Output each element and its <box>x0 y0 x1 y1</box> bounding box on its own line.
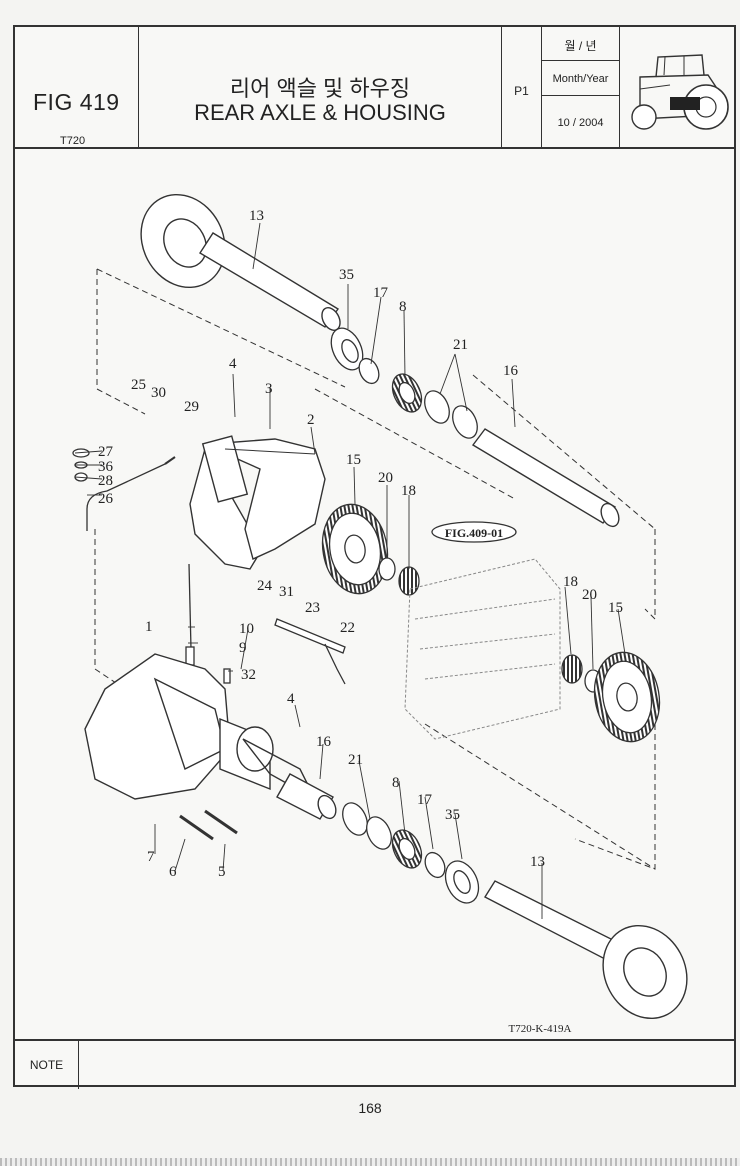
part-label-1: 1 <box>145 619 153 635</box>
spacer-tube-upper <box>471 428 620 528</box>
part-label-25: 25 <box>131 377 146 393</box>
page-number: 168 <box>358 1100 382 1116</box>
part-label-10: 10 <box>239 621 254 637</box>
part-label-5: 5 <box>218 864 226 880</box>
figure-reference-label: FIG.409-01 <box>445 526 503 540</box>
note-label: NOTE <box>15 1041 79 1089</box>
lower-housing <box>84 653 317 841</box>
fig-cell: FIG 419 T720 <box>15 27 139 147</box>
part-label-16-lower: 16 <box>316 734 332 750</box>
month-year-cell: 월 / 년 Month/Year 10 / 2004 <box>542 27 620 147</box>
exploded-parts-diagram: 13 35 17 8 21 16 25 30 29 4 3 2 27 36 28… <box>72 193 688 1035</box>
part-label-15-upper: 15 <box>346 452 361 468</box>
part-label-27: 27 <box>98 444 114 460</box>
header: FIG 419 T720 리어 액슬 및 하우징 REAR AXLE & HOU… <box>15 27 734 149</box>
part-label-36: 36 <box>98 459 114 475</box>
month-year-label: Month/Year <box>552 73 609 85</box>
part-label-26: 26 <box>98 491 114 507</box>
lower-bearing-stack <box>342 802 480 904</box>
part-label-set: 13 35 17 8 21 16 25 30 29 4 3 2 27 36 28… <box>98 208 623 880</box>
shift-rod <box>185 563 346 685</box>
part-label-18-upper: 18 <box>401 483 416 499</box>
page-code-cell: P1 <box>502 27 542 147</box>
part-label-20-upper: 20 <box>378 470 393 486</box>
part-label-17-lower: 17 <box>417 792 433 808</box>
figure-number: FIG 419 <box>33 89 120 115</box>
model-code: T720 <box>60 135 86 147</box>
part-label-21: 21 <box>453 337 468 353</box>
axle-shaft-lower <box>484 880 688 1020</box>
gear-lower <box>561 651 661 743</box>
part-label-4-lower: 4 <box>287 691 295 707</box>
gear-upper <box>321 503 420 596</box>
title-english: REAR AXLE & HOUSING <box>194 100 446 125</box>
part-label-32: 32 <box>241 667 256 683</box>
figure-reference-callout: FIG.409-01 <box>431 521 517 543</box>
upper-bearing-stack <box>330 327 478 439</box>
drawing-number: T720-K-419A <box>509 1023 572 1035</box>
part-label-30: 30 <box>151 385 166 401</box>
tractor-logo-cell <box>620 27 734 147</box>
part-label-29: 29 <box>184 399 199 415</box>
part-label-4-upper: 4 <box>229 356 237 372</box>
part-label-22: 22 <box>340 620 355 636</box>
part-label-8-lower: 8 <box>392 775 400 791</box>
tractor-icon <box>631 54 729 130</box>
title-cell: 리어 액슬 및 하우징 REAR AXLE & HOUSING <box>139 27 502 147</box>
page-frame: FIG 419 T720 리어 액슬 및 하우징 REAR AXLE & HOU… <box>13 25 736 1089</box>
title-korean: 리어 액슬 및 하우징 <box>229 76 411 101</box>
part-label-31: 31 <box>279 584 294 600</box>
scan-edge <box>0 1158 740 1166</box>
leader-lines <box>74 222 626 919</box>
lever-assembly <box>72 448 176 531</box>
month-year-korean: 월 / 년 <box>564 39 597 53</box>
part-label-3: 3 <box>265 381 273 397</box>
part-label-6: 6 <box>169 864 177 880</box>
part-label-2: 2 <box>307 412 315 428</box>
part-label-13-lower: 13 <box>530 854 545 870</box>
page-code: P1 <box>514 84 529 98</box>
part-label-17: 17 <box>373 285 389 301</box>
axle-shaft-upper <box>140 193 341 331</box>
part-label-15-lower: 15 <box>608 600 623 616</box>
part-label-35-lower: 35 <box>445 807 460 823</box>
part-label-23: 23 <box>305 600 320 616</box>
part-label-24: 24 <box>257 578 273 594</box>
note-row: NOTE <box>15 1039 734 1089</box>
part-label-35: 35 <box>339 267 354 283</box>
part-label-28: 28 <box>98 473 113 489</box>
part-label-21-lower: 21 <box>348 752 363 768</box>
assembly-guide-lines <box>94 268 656 870</box>
transmission-phantom <box>404 558 561 740</box>
spacer-tube-lower <box>276 773 337 820</box>
upper-housing <box>189 435 326 570</box>
part-label-7: 7 <box>147 849 155 865</box>
part-label-9: 9 <box>239 640 247 656</box>
part-label-18-lower: 18 <box>563 574 578 590</box>
part-label-20-lower: 20 <box>582 587 597 603</box>
part-label-16: 16 <box>503 363 519 379</box>
part-label-13: 13 <box>249 208 264 224</box>
month-year-value: 10 / 2004 <box>557 117 604 129</box>
part-label-8: 8 <box>399 299 407 315</box>
